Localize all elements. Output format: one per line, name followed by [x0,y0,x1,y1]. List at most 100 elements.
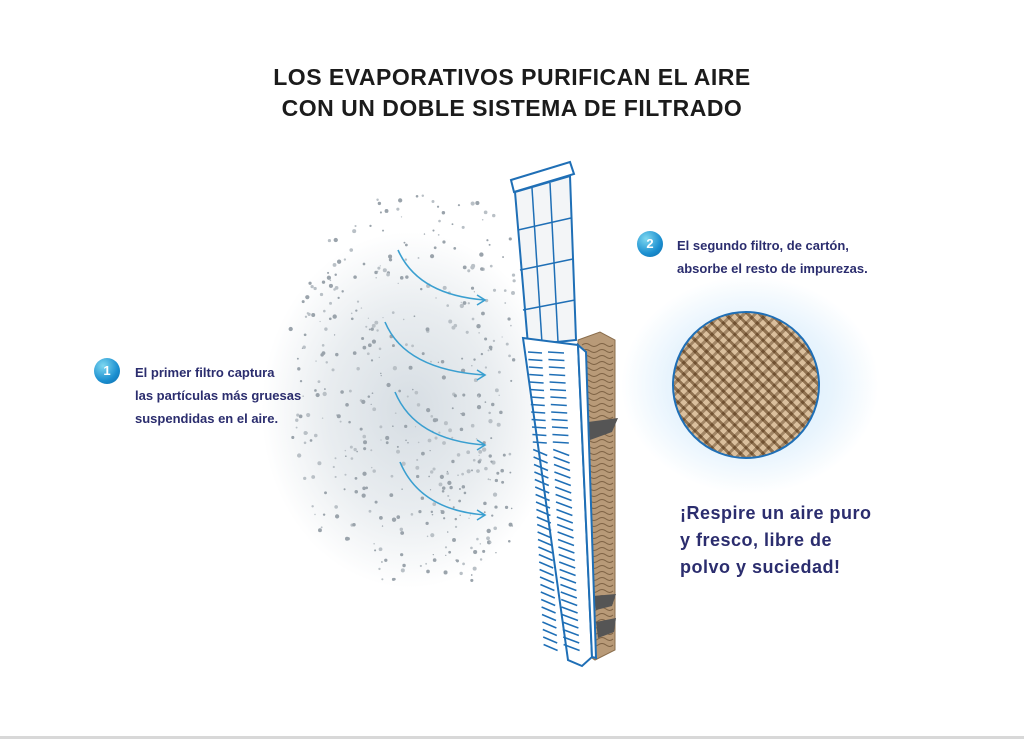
dust-particle [408,365,413,370]
dust-particle [487,349,490,352]
dust-particle [296,357,299,360]
dust-particle [389,493,394,498]
dust-particle [340,390,344,394]
dust-particles [288,194,516,582]
grille-slat [554,478,572,487]
dust-particle [476,324,481,329]
dust-particle [447,480,452,485]
dust-particle [367,343,372,348]
dust-particle [334,514,340,519]
grille-slat [551,426,569,429]
dust-particle [486,536,490,541]
airflow-arrow [394,391,486,446]
airflow-arrow [397,249,486,301]
cardboard-ridge [581,361,614,365]
dust-particle [374,549,377,552]
dust-particle [314,513,316,516]
text-line: absorbe el resto de impurezas. [677,261,868,276]
grille-slat [527,351,543,354]
dust-particle [410,513,414,516]
dust-particle [402,563,406,568]
dust-particle [332,314,337,319]
dust-particle [320,353,324,357]
dust-particle [381,525,384,527]
dust-particle [427,438,432,443]
dust-particle [382,317,384,319]
dust-particle [302,345,306,349]
dust-particle [502,453,506,457]
airflow-arrow [399,461,486,516]
dust-particle [354,489,359,494]
dust-particle [333,334,336,336]
dust-particle [291,435,295,440]
slogan-line: polvo y suciedad! [680,557,841,577]
dust-particle [337,296,340,300]
dust-particle [451,223,454,226]
dust-particle [471,317,475,321]
grille-slat [560,598,578,607]
dust-particle [376,198,379,202]
dust-particle [349,445,353,449]
grille-slat [550,403,567,407]
dust-particle [301,300,305,304]
dust-particle [415,465,420,470]
dust-particle [392,425,394,428]
clip-icon [596,618,616,638]
dust-particle [400,216,403,218]
cardboard-ridge [581,343,614,347]
dust-particle [401,461,406,466]
dust-particle [398,389,402,393]
dust-particle [433,246,437,250]
grille-slat [557,531,574,539]
dust-particle [446,304,450,307]
dust-particle [481,311,485,316]
dust-particle [507,317,511,321]
dust-particle [379,265,381,267]
dust-particle [461,357,464,360]
dust-particle [348,420,351,424]
grille-slat [540,598,556,607]
dust-particle [443,570,448,575]
dust-particle [365,486,369,490]
dust-particle [510,507,513,510]
dust-particle [425,562,428,565]
dust-particle [476,405,482,410]
dust-particle [378,356,380,359]
dust-particle [377,201,382,206]
dust-particle [511,525,514,527]
dust-particle [329,301,333,305]
dust-particle [350,312,353,315]
grille-slat [548,358,565,362]
dust-particle [421,194,425,197]
dust-particle [370,466,373,469]
dust-particle [371,323,376,328]
dust-particle [306,412,311,418]
dust-particle [414,426,417,428]
grille-slat [558,546,575,554]
dust-particle [336,414,341,419]
dust-particle [432,467,436,471]
dust-particle [352,229,357,234]
dust-particle [479,558,483,561]
dust-particle [406,395,409,398]
dust-particle [508,237,512,241]
dust-particle [411,344,414,348]
dust-particle [492,288,497,292]
dust-particle [350,317,354,321]
dust-particle [384,209,389,213]
dust-particle [470,201,475,206]
grille-slat [552,433,569,437]
dust-particle [430,360,432,363]
dust-particle [489,348,493,351]
dust-particle [488,419,493,424]
dust-particle [334,505,338,509]
dust-particle [501,480,505,484]
dust-particle [462,265,467,270]
dust-particle [313,286,317,291]
dust-particle [449,485,453,490]
dust-particle [370,327,374,331]
dust-particle [437,233,440,236]
dust-particle [489,541,492,544]
dust-particle [392,366,398,371]
